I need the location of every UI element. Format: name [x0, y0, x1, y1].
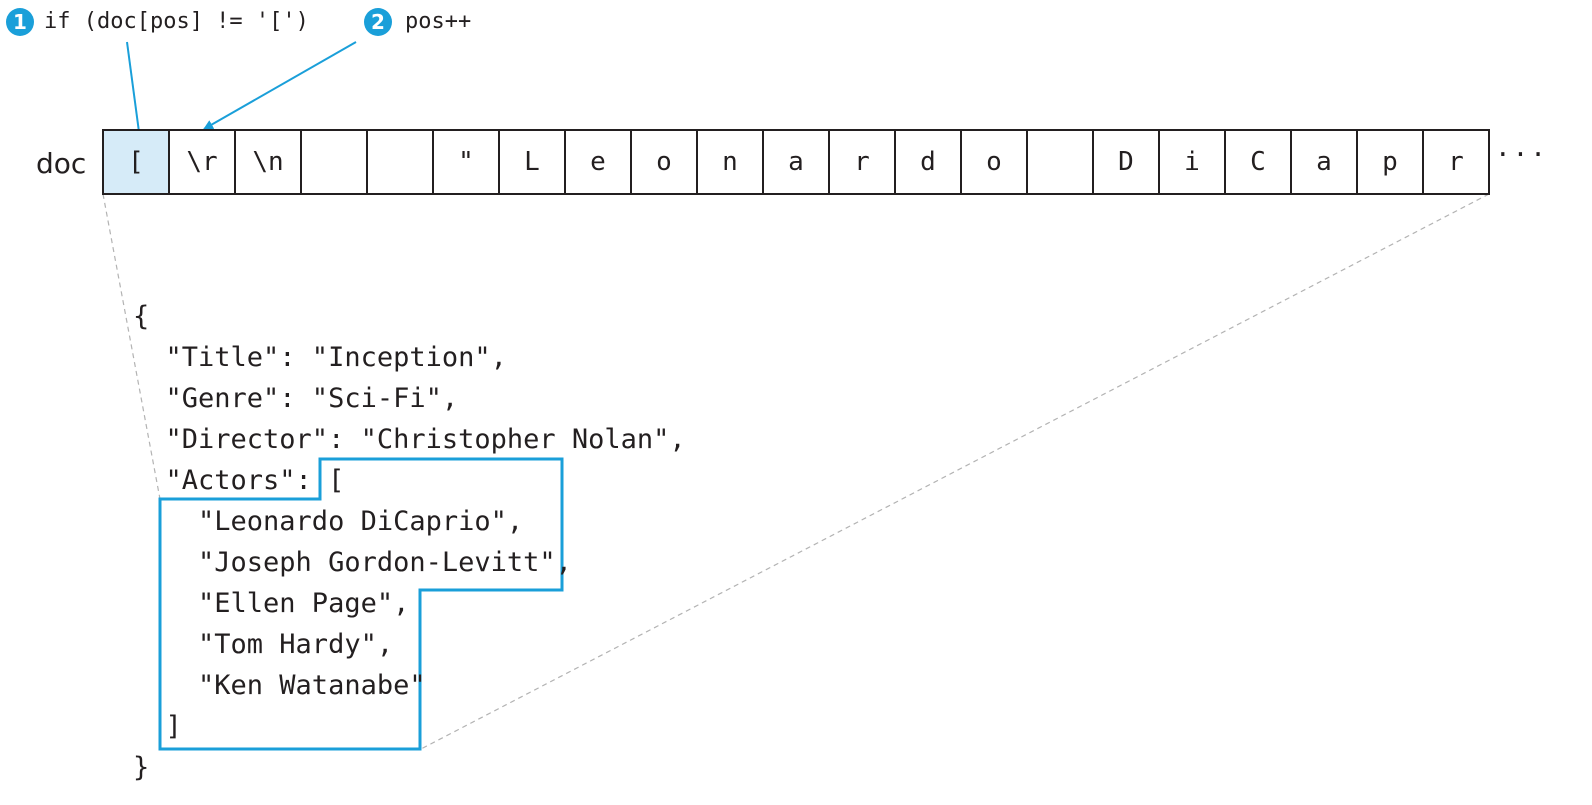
json-document: { "Title": "Inception", "Genre": "Sci-Fi…: [133, 296, 686, 788]
doc-label: doc: [36, 147, 87, 180]
json-line: ]: [133, 711, 182, 742]
doc-cell: o: [962, 131, 1028, 193]
doc-cell: ": [434, 131, 500, 193]
doc-cell: [302, 131, 368, 193]
left-guide-line: [102, 193, 161, 500]
doc-cell: p: [1358, 131, 1424, 193]
json-line: "Title": "Inception",: [133, 342, 507, 373]
doc-cell: a: [1292, 131, 1358, 193]
doc-cell: a: [764, 131, 830, 193]
json-line: "Joseph Gordon-Levitt",: [133, 547, 572, 578]
doc-cell: [368, 131, 434, 193]
json-line: }: [133, 752, 150, 783]
ellipsis: ···: [1495, 140, 1548, 170]
json-line: "Tom Hardy",: [133, 629, 394, 660]
doc-cell: o: [632, 131, 698, 193]
json-line: "Ellen Page",: [133, 588, 410, 619]
doc-cell: [: [104, 131, 170, 193]
doc-cell: d: [896, 131, 962, 193]
step-1-label: if (doc[pos] != '['): [44, 9, 309, 34]
doc-cell: i: [1160, 131, 1226, 193]
json-line: "Actors": [: [133, 465, 345, 496]
doc-cell: [1028, 131, 1094, 193]
doc-cell: \n: [236, 131, 302, 193]
right-guide-line: [420, 193, 1490, 750]
doc-cell: e: [566, 131, 632, 193]
actors-array-outline: [158, 457, 564, 751]
doc-cell: r: [1424, 131, 1490, 193]
step-2-label: pos++: [405, 9, 472, 34]
doc-cell: D: [1094, 131, 1160, 193]
json-line: "Director": "Christopher Nolan",: [133, 424, 686, 455]
step-2-arrow: [203, 41, 357, 130]
json-line: "Leonardo DiCaprio",: [133, 506, 524, 537]
step-1-badge: 1: [6, 8, 34, 36]
step-2-badge: 2: [364, 8, 392, 36]
json-line: {: [133, 301, 150, 332]
doc-cell: n: [698, 131, 764, 193]
json-line: "Ken Watanabe": [133, 670, 426, 701]
json-line: "Genre": "Sci-Fi",: [133, 383, 459, 414]
doc-cell: \r: [170, 131, 236, 193]
doc-cell: C: [1226, 131, 1292, 193]
doc-cell: L: [500, 131, 566, 193]
doc-cell: r: [830, 131, 896, 193]
